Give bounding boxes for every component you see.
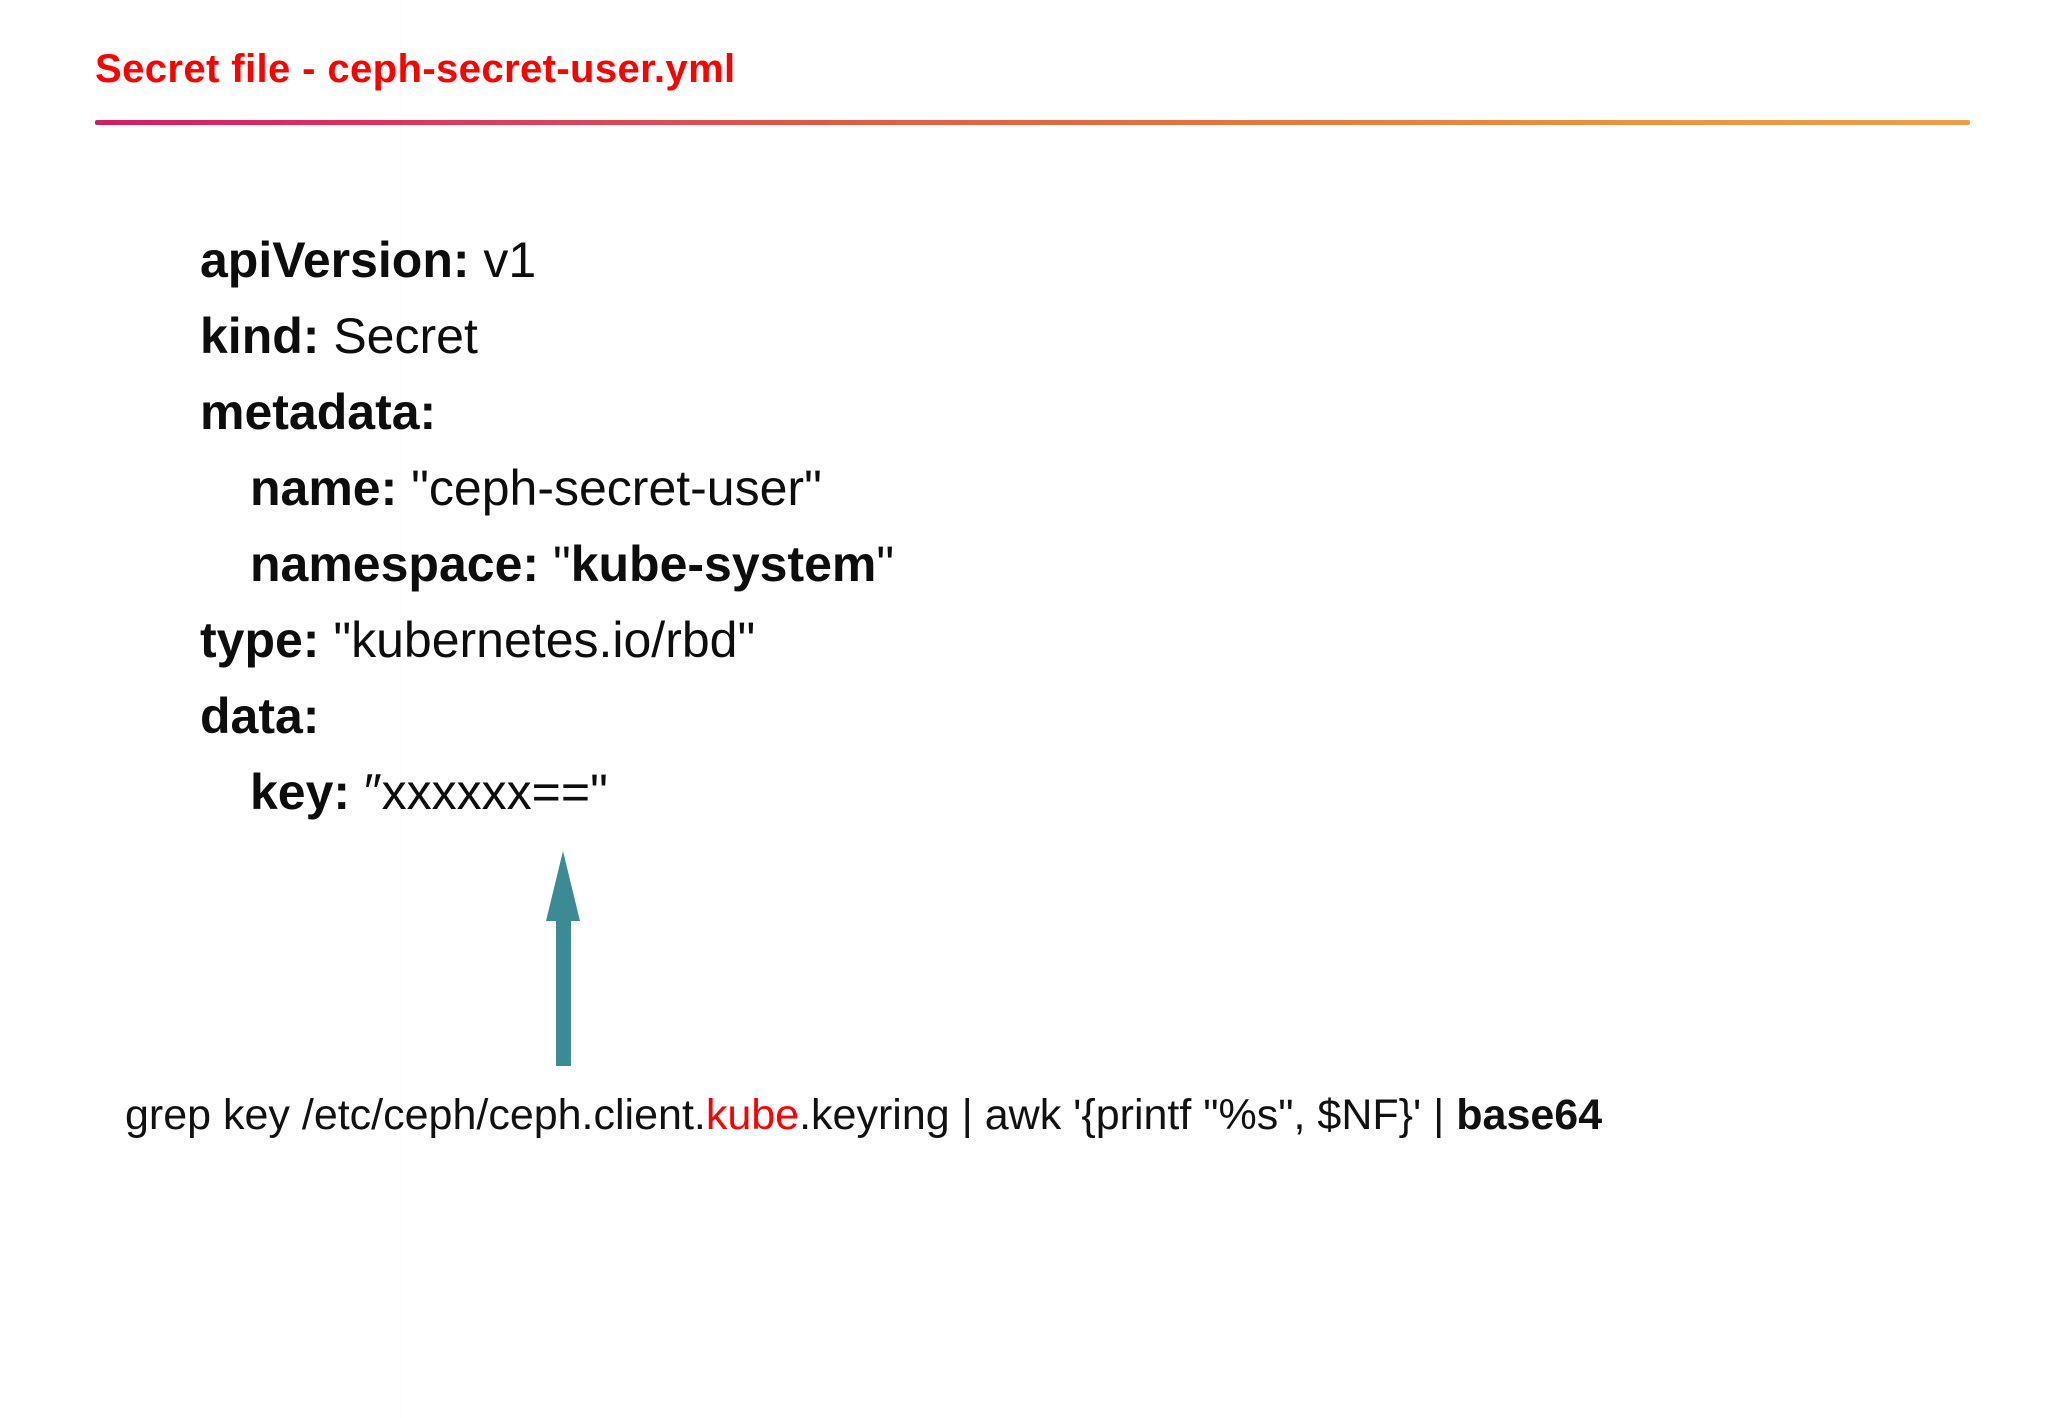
yaml-line-name: name: "ceph-secret-user": [200, 450, 894, 526]
yaml-value-namespace: kube-system: [570, 536, 877, 592]
yaml-key-name: name:: [250, 460, 398, 516]
yaml-key-key: key:: [250, 764, 351, 820]
yaml-line-data: data:: [200, 678, 894, 754]
yaml-open-quote-key: ″: [350, 764, 382, 820]
yaml-open-quote-type: ": [319, 612, 352, 668]
title-underline-rule: [95, 120, 1970, 125]
up-arrow-icon: [546, 851, 580, 1066]
yaml-value-kind: Secret: [319, 308, 478, 364]
yaml-line-apiversion: apiVersion: v1: [200, 222, 894, 298]
yaml-code-block: apiVersion: v1 kind: Secret metadata: na…: [200, 222, 894, 830]
yaml-close-quote-name: ": [804, 460, 822, 516]
up-arrow-head: [546, 851, 580, 921]
yaml-value-type: kubernetes.io/rbd: [351, 612, 738, 668]
up-arrow-shaft: [556, 919, 571, 1066]
yaml-value-apiversion: v1: [469, 232, 537, 288]
yaml-key-kind: kind:: [200, 308, 320, 364]
yaml-open-quote-name: ": [397, 460, 429, 516]
yaml-close-quote-type: ": [737, 612, 756, 668]
shell-command-annotation: grep key /etc/ceph/ceph.client.kube.keyr…: [125, 1090, 1602, 1142]
yaml-line-kind: kind: Secret: [200, 298, 894, 374]
yaml-line-namespace: namespace: "kube-system": [200, 526, 894, 602]
yaml-value-key: xxxxxx==: [381, 764, 591, 820]
command-part-base64: base64: [1456, 1091, 1603, 1139]
yaml-close-quote-key: ": [590, 764, 608, 820]
command-part-suffix: .keyring | awk '{printf "%s", $NF}' |: [799, 1091, 1457, 1139]
yaml-value-name: ceph-secret-user: [428, 460, 805, 516]
yaml-key-namespace: namespace:: [250, 536, 540, 592]
yaml-key-metadata: metadata:: [200, 384, 437, 440]
yaml-line-type: type: "kubernetes.io/rbd": [200, 602, 894, 678]
yaml-close-quote-namespace: ": [876, 536, 895, 592]
command-part-kube-highlight: kube: [705, 1091, 800, 1139]
yaml-line-metadata: metadata:: [200, 374, 894, 450]
yaml-open-quote-namespace: ": [539, 536, 571, 592]
yaml-line-key: key: ″xxxxxx==": [200, 754, 894, 830]
yaml-key-type: type:: [200, 612, 320, 668]
yaml-key-data: data:: [200, 688, 320, 744]
page-title: Secret file - ceph-secret-user.yml: [95, 47, 736, 91]
yaml-key-apiversion: apiVersion:: [200, 232, 470, 288]
command-part-prefix: grep key /etc/ceph/ceph.client.: [125, 1091, 706, 1139]
